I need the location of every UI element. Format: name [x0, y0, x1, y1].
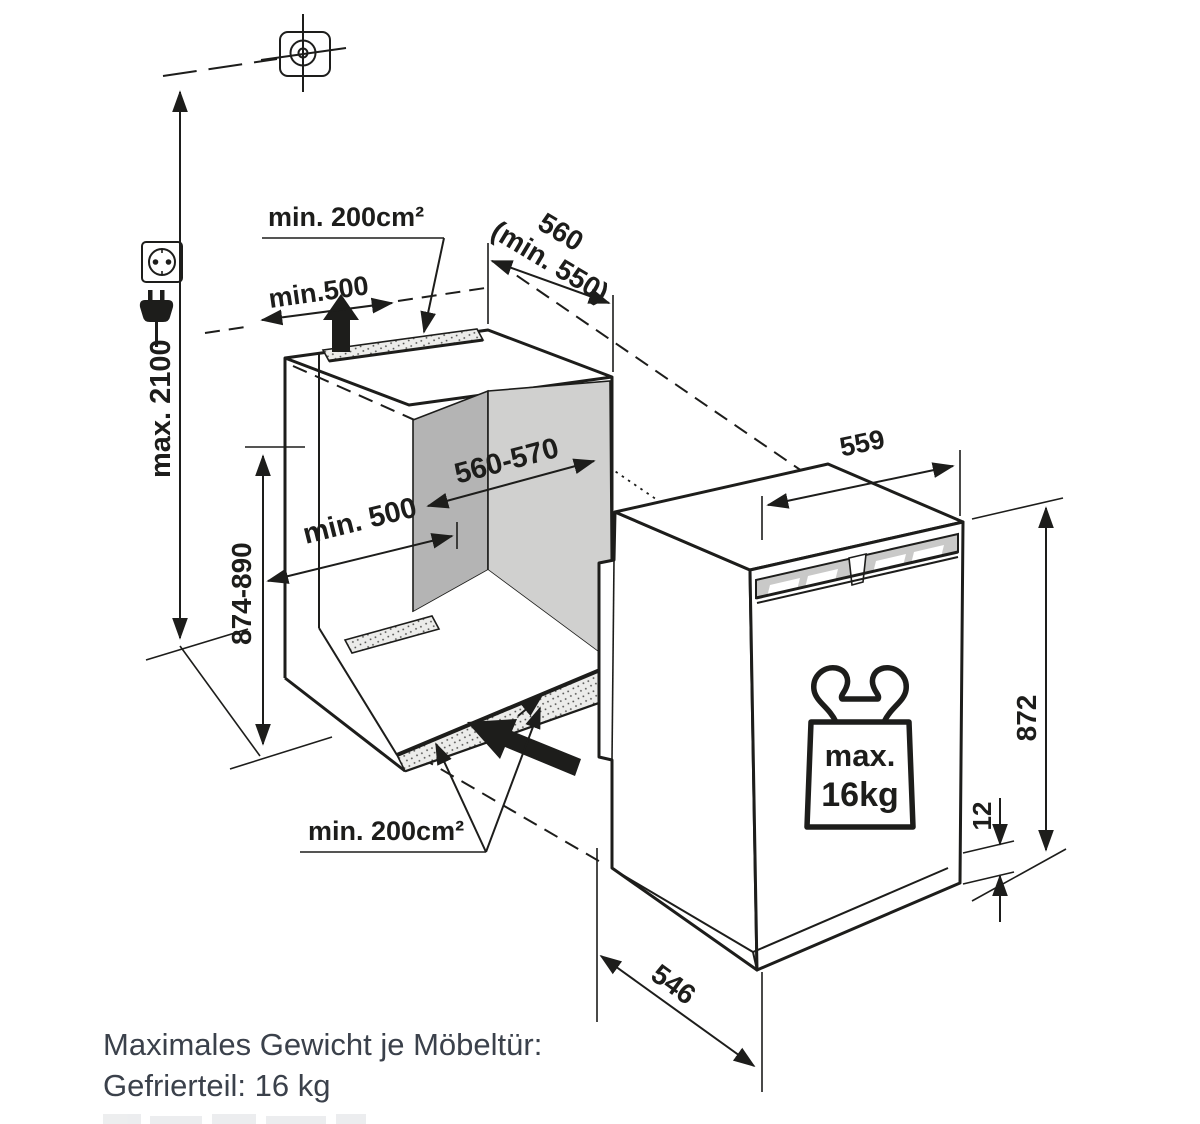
- weight-max-label: max.: [825, 738, 896, 773]
- footnote-line-2: Gefrierteil: 16 kg: [103, 1068, 330, 1103]
- interior-clearance-label: min. 500: [300, 492, 420, 551]
- plinth-gap-label: 12: [967, 802, 997, 831]
- plug-icon: [139, 290, 174, 347]
- annotation-bottom-vent-area: min. 200cm²: [300, 706, 541, 853]
- niche-height-label: 874-890: [226, 542, 257, 645]
- weight-icon: max. 16kg: [804, 665, 916, 830]
- truncated-text-line: [103, 1114, 366, 1124]
- appliance-width-label: 559: [837, 424, 887, 463]
- dimension-niche-height: 874-890: [226, 446, 333, 770]
- footnote: Maximales Gewicht je Möbeltür: Gefrierte…: [103, 1027, 542, 1124]
- dimension-socket-height: max. 2100: [145, 90, 261, 757]
- bottom-vent-area-label: min. 200cm²: [308, 816, 464, 846]
- top-vent-area-label: min. 200cm²: [268, 202, 424, 232]
- appliance-vent-grille: [755, 532, 959, 600]
- annotation-top-vent-area: min. 200cm²: [262, 202, 445, 334]
- niche-floor: [319, 570, 612, 755]
- socket-icon: [141, 241, 183, 283]
- socket-height-label: max. 2100: [145, 339, 177, 478]
- weight-value-label: 16kg: [821, 776, 899, 814]
- footnote-line-1: Maximales Gewicht je Möbeltür:: [103, 1027, 542, 1062]
- airflow-arrow-in-icon: [467, 719, 581, 776]
- crosshair-icon: [162, 14, 347, 92]
- door-height-label: 872: [1011, 695, 1042, 742]
- dimension-door-height: 872: [971, 497, 1067, 902]
- niche-depth-label: 560(min. 550): [486, 188, 630, 308]
- floor-vent-hatch: [343, 615, 441, 654]
- appliance-drawing: max. 16kg: [597, 462, 965, 972]
- dimension-plinth-gap: 12: [962, 798, 1015, 922]
- appliance-depth-label: 546: [646, 958, 702, 1011]
- appliance-left-face: [597, 510, 759, 972]
